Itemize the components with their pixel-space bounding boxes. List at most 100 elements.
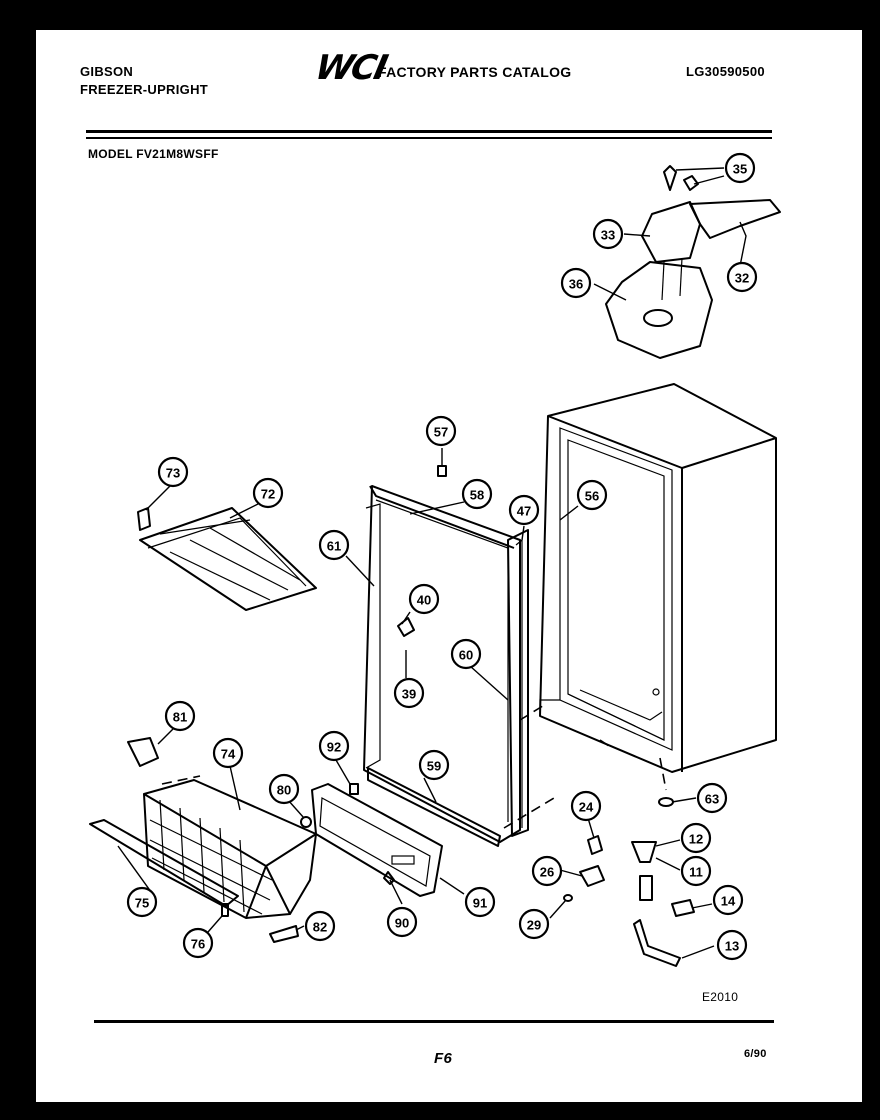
freezer-shelf [137, 507, 317, 611]
leader-lines [117, 167, 747, 959]
callout-circle [570, 790, 602, 822]
callout-63: 63 [696, 782, 728, 814]
callout-60: 60 [450, 638, 482, 670]
callout-73: 73 [157, 456, 189, 488]
toe-grille [311, 783, 443, 897]
model-label: MODEL FV21M8WSFF [88, 147, 219, 161]
assembly-lines [161, 703, 667, 829]
callout-number: 72 [261, 487, 275, 502]
callout-circle [461, 478, 493, 510]
callout-number: 61 [327, 539, 341, 554]
callout-75: 75 [126, 886, 158, 918]
callout-circle [126, 886, 158, 918]
callout-11: 11 [680, 855, 712, 887]
callout-29: 29 [518, 908, 550, 940]
freezer-basket [89, 737, 317, 919]
callout-number: 33 [601, 228, 615, 243]
callout-number: 58 [470, 488, 484, 503]
callout-14: 14 [712, 884, 744, 916]
callout-number: 11 [689, 865, 703, 880]
callout-number: 76 [191, 937, 205, 952]
callout-13: 13 [716, 929, 748, 961]
callout-circle [726, 261, 758, 293]
callout-number: 35 [733, 162, 747, 177]
callout-number: 29 [527, 918, 541, 933]
callout-92: 92 [318, 730, 350, 762]
callout-number: 82 [313, 920, 327, 935]
callout-circle [696, 782, 728, 814]
callout-91: 91 [464, 886, 496, 918]
callout-32: 32 [726, 261, 758, 293]
callout-number: 80 [277, 783, 291, 798]
callout-circle [724, 152, 756, 184]
callout-number: 75 [135, 896, 149, 911]
callout-24: 24 [570, 790, 602, 822]
callout-number: 12 [689, 832, 703, 847]
callout-35: 35 [724, 152, 756, 184]
catalog-number: LG30590500 [686, 64, 765, 79]
page-number: F6 [434, 1050, 453, 1067]
callout-number: 14 [721, 894, 736, 909]
catalog-sheet [36, 30, 862, 1102]
callout-circle [268, 773, 300, 805]
callout-circle [393, 677, 425, 709]
freezer-door [363, 465, 529, 847]
callout-circle [408, 583, 440, 615]
callout-circle [680, 855, 712, 887]
callout-circle [164, 700, 196, 732]
callout-number: 47 [517, 504, 531, 519]
callout-33: 33 [592, 218, 624, 250]
callout-number: 92 [327, 740, 341, 755]
callout-76: 76 [182, 927, 214, 959]
callout-circle [386, 906, 418, 938]
freezer-cabinet [539, 383, 777, 773]
callout-circle [518, 908, 550, 940]
callout-circle [182, 927, 214, 959]
header-rule-bottom [86, 137, 772, 139]
callout-circle [716, 929, 748, 961]
catalog-title: FACTORY PARTS CATALOG [378, 64, 572, 80]
callout-80: 80 [268, 773, 300, 805]
callout-number: 81 [173, 710, 187, 725]
callout-72: 72 [252, 477, 284, 509]
callout-number: 60 [459, 648, 473, 663]
callout-26: 26 [531, 855, 563, 887]
callout-circle [157, 456, 189, 488]
callout-59: 59 [418, 749, 450, 781]
callout-circle [450, 638, 482, 670]
callout-56: 56 [576, 479, 608, 511]
callout-circle [425, 415, 457, 447]
callout-61: 61 [318, 529, 350, 561]
callout-circle [252, 477, 284, 509]
drawing-code: E2010 [702, 990, 739, 1004]
callout-number: 59 [427, 759, 441, 774]
callout-circle [212, 737, 244, 769]
callout-number: 39 [402, 687, 416, 702]
callout-number: 63 [705, 792, 719, 807]
product-label: FREEZER-UPRIGHT [80, 82, 208, 97]
callout-number: 36 [569, 277, 583, 292]
callout-74: 74 [212, 737, 244, 769]
callout-number: 57 [434, 425, 448, 440]
callout-circle [304, 910, 336, 942]
callout-circle [531, 855, 563, 887]
callout-39: 39 [393, 677, 425, 709]
small-hardware [221, 783, 695, 967]
callout-12: 12 [680, 822, 712, 854]
callout-number: 56 [585, 489, 599, 504]
footer-rule [94, 1020, 774, 1023]
callout-number: 91 [473, 896, 487, 911]
callout-36: 36 [560, 267, 592, 299]
callout-circle [560, 267, 592, 299]
top-hinge-assembly [605, 165, 781, 359]
callout-82: 82 [304, 910, 336, 942]
revision-date: 6/90 [744, 1048, 767, 1060]
callout-81: 81 [164, 700, 196, 732]
callout-90: 90 [386, 906, 418, 938]
callout-circle [712, 884, 744, 916]
callout-number: 74 [221, 747, 236, 762]
callout-circle [576, 479, 608, 511]
callout-circle [592, 218, 624, 250]
